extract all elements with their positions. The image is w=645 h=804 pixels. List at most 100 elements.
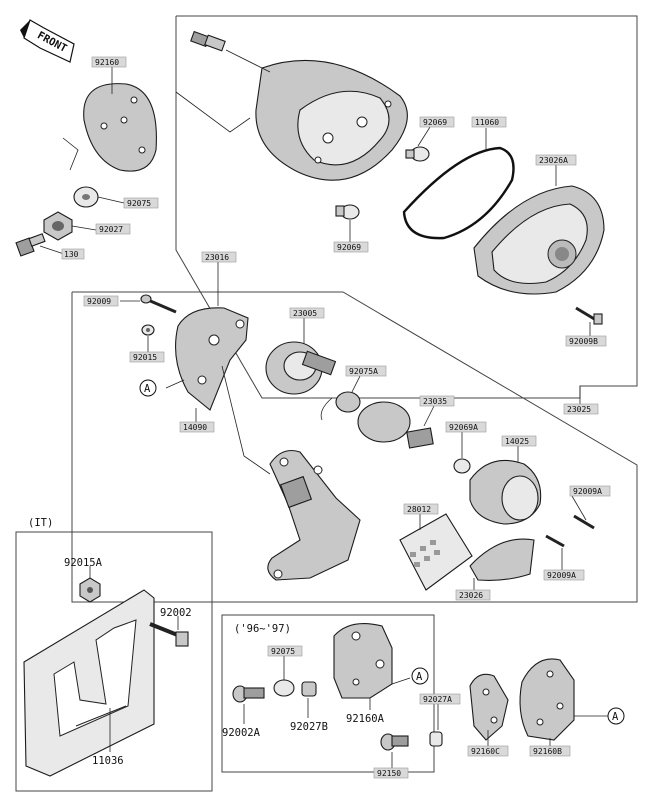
svg-text:92069: 92069: [423, 118, 447, 127]
svg-text:92160C: 92160C: [471, 747, 500, 756]
svg-text:28012: 28012: [407, 505, 431, 514]
part-label: 23016: [201, 251, 237, 263]
svg-text:92069A: 92069A: [449, 423, 478, 432]
italy-label: (IT): [28, 517, 53, 529]
bulb-92069-upper: [405, 146, 430, 162]
part-label: 92027: [95, 223, 131, 235]
svg-text:23016: 23016: [205, 253, 229, 262]
socket-23005: [265, 341, 337, 395]
svg-text:A: A: [612, 711, 619, 723]
collar-92075: [73, 186, 99, 208]
bracket-92160C: [469, 673, 509, 741]
screw-92009B: [575, 306, 603, 325]
part-label: 23026A: [535, 154, 577, 166]
bolt-92009: [140, 294, 177, 314]
front-arrow-icon: FRONT: [20, 19, 75, 63]
spacer-92027B: [301, 681, 317, 697]
svg-text:92027A: 92027A: [423, 695, 452, 704]
lower-assembly-frame: [71, 291, 638, 603]
nut-92027: [43, 211, 73, 241]
years-frame: [221, 614, 435, 773]
part-label: 92027A: [419, 693, 461, 705]
license-plate-bracket: [267, 449, 361, 581]
svg-text:23035: 23035: [423, 397, 447, 406]
svg-text:92069: 92069: [337, 243, 361, 252]
bracket-92160A: [333, 623, 393, 699]
part-label: 14025: [501, 435, 537, 447]
part-label: 23005: [289, 307, 325, 319]
bolt-92002: [149, 622, 189, 647]
part-label: 92160B: [529, 745, 571, 757]
part-label: 14090: [179, 421, 215, 433]
lens-23026: [469, 538, 535, 581]
svg-text:23026: 23026: [459, 591, 483, 600]
part-label: 92150: [373, 767, 409, 779]
tail-lamp-housing: [255, 59, 408, 181]
bulb-92069-lower: [335, 204, 360, 220]
svg-text:92009A: 92009A: [547, 571, 576, 580]
part-label: 92069: [419, 116, 455, 128]
cover-plate-92160: [83, 83, 157, 172]
part-label: 92160A: [346, 713, 385, 725]
lens-23026A: [473, 185, 605, 295]
svg-text:92075A: 92075A: [349, 367, 378, 376]
license-plate-holder-11036: [23, 589, 155, 777]
svg-text:92160: 92160: [95, 58, 119, 67]
italy-plate-frame: [15, 531, 213, 792]
svg-text:92150: 92150: [377, 769, 401, 778]
reference-marker-a: A: [411, 667, 429, 685]
svg-text:130: 130: [64, 250, 79, 259]
svg-text:23005: 23005: [293, 309, 317, 318]
svg-text:14025: 14025: [505, 437, 529, 446]
part-label: 92009B: [565, 335, 607, 347]
bracket-92160B: [519, 658, 575, 741]
lamp-housing-14025: [469, 459, 542, 525]
svg-text:23026A: 23026A: [539, 156, 568, 165]
svg-text:14090: 14090: [183, 423, 207, 432]
svg-text:92027: 92027: [99, 225, 123, 234]
part-label: 92009: [83, 295, 119, 307]
svg-text:A: A: [416, 671, 423, 683]
svg-text:92075: 92075: [127, 199, 151, 208]
svg-text:92009A: 92009A: [573, 487, 602, 496]
svg-text:11060: 11060: [475, 118, 499, 127]
svg-text:92075: 92075: [271, 647, 295, 656]
svg-text:92015: 92015: [133, 353, 157, 362]
part-label: 92069: [333, 241, 369, 253]
bulb-92069A: [453, 458, 471, 474]
bolt-92002A: [232, 685, 265, 703]
collar-92075-mid: [273, 679, 295, 697]
part-label: 92160: [91, 56, 127, 68]
gasket-11060: [402, 146, 515, 240]
part-label: 92009A: [569, 485, 611, 497]
bolt-92150: [380, 733, 409, 751]
reference-marker-a: A: [607, 707, 625, 725]
screw-92009A-upper: [573, 514, 595, 530]
screw-92009A-lower: [545, 534, 565, 548]
reference-marker-a: A: [139, 379, 157, 397]
part-label: 28012: [403, 503, 439, 515]
grommet-92075A: [320, 391, 361, 421]
part-label: 92015: [129, 351, 165, 363]
part-label: 23035: [419, 395, 455, 407]
part-label: 23026: [455, 589, 491, 601]
svg-text:92160B: 92160B: [533, 747, 562, 756]
part-label: 23025: [563, 403, 599, 415]
years-label: ('96~'97): [234, 623, 291, 635]
reflector-28012: [399, 513, 473, 591]
part-label: 11036: [92, 755, 124, 767]
part-label: 92002: [160, 607, 192, 619]
part-label: 92075: [267, 645, 303, 657]
part-label: 92069A: [445, 421, 487, 433]
wire-connector: [190, 30, 271, 73]
part-label: 92015A: [64, 557, 103, 569]
svg-text:92009B: 92009B: [569, 337, 598, 346]
bracket-14090: [175, 307, 249, 411]
part-label: 92075: [123, 197, 159, 209]
part-label: 11060: [471, 116, 507, 128]
part-label: 92075A: [345, 365, 387, 377]
part-label: 92027B: [290, 721, 328, 733]
nut-92015A: [79, 577, 101, 603]
svg-text:92009: 92009: [87, 297, 111, 306]
